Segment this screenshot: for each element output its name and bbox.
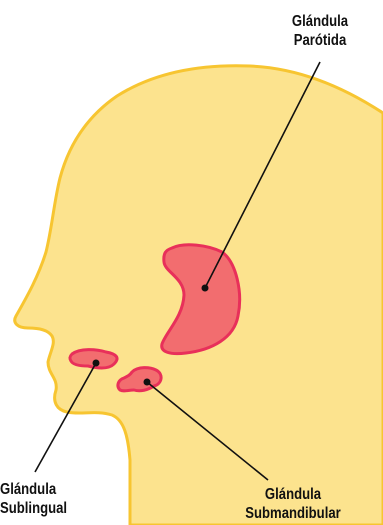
submandibular-leader-dot (144, 379, 151, 386)
sublingual-label-line1: Glándula (0, 480, 75, 499)
submandibular-label-line2: Submandibular (240, 504, 347, 523)
sublingual-label: Glándula Sublingual (0, 480, 75, 518)
submandibular-label-line1: Glándula (240, 485, 347, 504)
submandibular-label: Glándula Submandibular (240, 485, 347, 523)
parotid-label-line2: Parótida (279, 31, 361, 50)
sublingual-label-line2: Sublingual (0, 499, 75, 518)
parotid-leader-dot (202, 285, 209, 292)
sublingual-leader-dot (93, 360, 100, 367)
parotid-label: Glándula Parótida (279, 12, 361, 50)
parotid-label-line1: Glándula (279, 12, 361, 31)
